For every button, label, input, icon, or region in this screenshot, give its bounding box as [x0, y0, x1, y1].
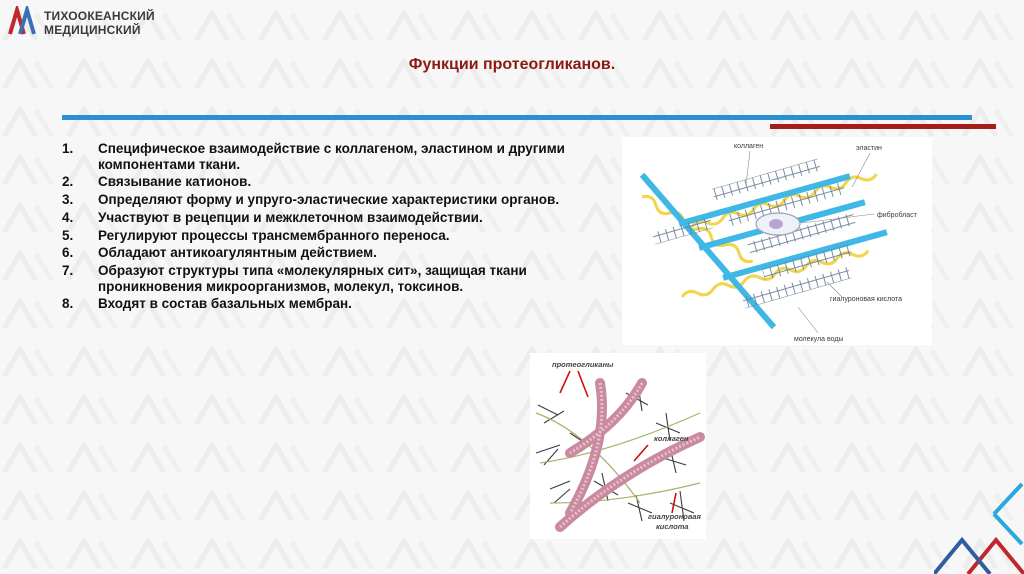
label-hyaluronic-2b: кислота	[656, 522, 689, 531]
item-text: Определяют форму и упруго-эластические х…	[98, 192, 560, 208]
item-number: 7.	[62, 262, 74, 278]
item-text: Образуют структуры типа «молекулярных си…	[98, 262, 527, 294]
divider-blue	[62, 115, 972, 120]
list-item: 8. Входят в состав базальных мембран.	[62, 296, 622, 312]
item-number: 3.	[62, 192, 74, 208]
list-item: 2. Связывание катионов.	[62, 174, 622, 190]
page-title: Функции протеогликанов.	[408, 56, 616, 73]
list-item: 6. Обладают антикоагулянтным действием.	[62, 245, 622, 261]
item-number: 5.	[62, 227, 74, 243]
list-item: 3. Определяют форму и упруго-эластические…	[62, 192, 622, 208]
list-item: 7. Образуют структуры типа «молекулярных …	[62, 263, 622, 294]
logo: ТИХООКЕАНСКИЙ МЕДИЦИНСКИЙ	[8, 4, 178, 40]
item-text: Связывание катионов.	[98, 174, 252, 190]
logo-line-1: ТИХООКЕАНСКИЙ	[44, 9, 155, 23]
list-item: 1. Специфическое взаимодействие с коллаге…	[62, 141, 622, 172]
item-text: Обладают антикоагулянтным действием.	[98, 245, 377, 261]
matrix-diagram: коллаген эластин фибробласт гиалуроновая…	[622, 137, 932, 345]
logo-line-2: МЕДИЦИНСКИЙ	[44, 23, 141, 37]
label-water: молекула воды	[794, 336, 843, 343]
item-number: 2.	[62, 174, 74, 190]
item-number: 6.	[62, 245, 74, 261]
label-hyaluronic-2a: гиалуроновая	[648, 512, 701, 521]
list-item: 4. Участвуют в рецепции и межклеточном вз…	[62, 210, 622, 226]
proteoglycan-diagram: протеогликаны коллаген гиалуроновая кисл…	[530, 353, 706, 539]
label-hyaluronic: гиалуроновая кислота	[830, 296, 902, 303]
item-number: 4.	[62, 209, 74, 225]
functions-list: 1. Специфическое взаимодействие с коллаге…	[62, 141, 622, 314]
label-elastin: эластин	[856, 145, 882, 152]
item-number: 8.	[62, 296, 74, 312]
item-number: 1.	[62, 141, 74, 156]
logo-mark-icon	[8, 6, 36, 35]
label-collagen-2: коллаген	[654, 434, 689, 443]
label-proteoglycans: протеогликаны	[552, 360, 614, 369]
label-collagen: коллаген	[734, 143, 763, 150]
item-text: Регулируют процессы трансмембранного пер…	[98, 227, 450, 243]
item-text: Входят в состав базальных мембран.	[98, 296, 352, 312]
item-text: Участвуют в рецепции и межклеточном взаи…	[98, 209, 483, 225]
item-text: Специфическое взаимодействие с коллагено…	[98, 141, 565, 172]
divider-red	[770, 124, 996, 129]
label-fibroblast: фибробласт	[877, 211, 918, 219]
list-item: 5. Регулируют процессы трансмембранного п…	[62, 228, 622, 244]
corner-chevrons-icon	[934, 482, 1024, 574]
